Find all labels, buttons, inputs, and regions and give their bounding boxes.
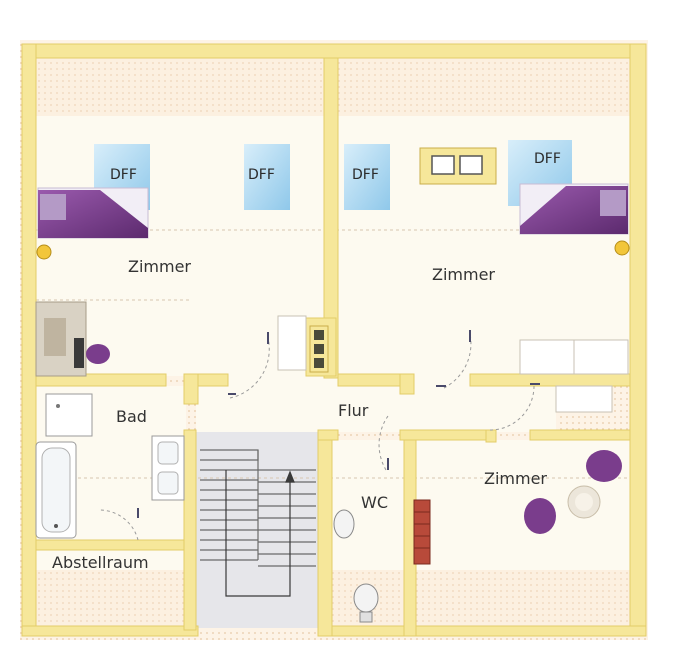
room-label-wc: WC: [361, 493, 388, 512]
bed-left: [37, 187, 149, 239]
cabinet-top-left: [277, 315, 307, 371]
door-swings: [97, 333, 535, 541]
desk-left: [35, 301, 110, 377]
lamp-left: [36, 244, 52, 260]
walls: [21, 43, 647, 637]
roof-window-label-2: DFF: [248, 167, 275, 183]
door-handles: [137, 330, 540, 518]
lounge-furniture: [524, 450, 622, 534]
room-label-abstellraum: Abstellraum: [52, 553, 149, 572]
slope-bands: [36, 56, 630, 628]
bed-right: [519, 183, 629, 235]
chimney-top-right: [419, 147, 497, 185]
roof-window-2: [244, 144, 290, 210]
wardrobe-right: [519, 339, 629, 413]
room-label-flur: Flur: [338, 401, 369, 420]
stairs: [200, 449, 316, 567]
room-label-zimmer-lower: Zimmer: [484, 469, 547, 488]
wc-fixtures: [333, 509, 379, 623]
roof-window-label-1: DFF: [110, 167, 137, 183]
roof-windows: DFF DFF DFF DFF: [94, 140, 572, 210]
roof-window-label-3: DFF: [352, 167, 379, 183]
radiator: [413, 499, 431, 565]
roof-window-label-4: DFF: [534, 151, 561, 167]
washbasins: [151, 435, 185, 501]
roof-window-3: [344, 144, 390, 210]
shower: [45, 393, 93, 437]
bathtub: [35, 441, 77, 539]
stairs-arrow: [225, 470, 295, 597]
chimney: [309, 325, 329, 373]
room-label-zimmer-right: Zimmer: [432, 265, 495, 284]
room-label-bad: Bad: [116, 407, 147, 426]
lamp-right: [614, 240, 630, 256]
room-label-zimmer-left: Zimmer: [128, 257, 191, 276]
